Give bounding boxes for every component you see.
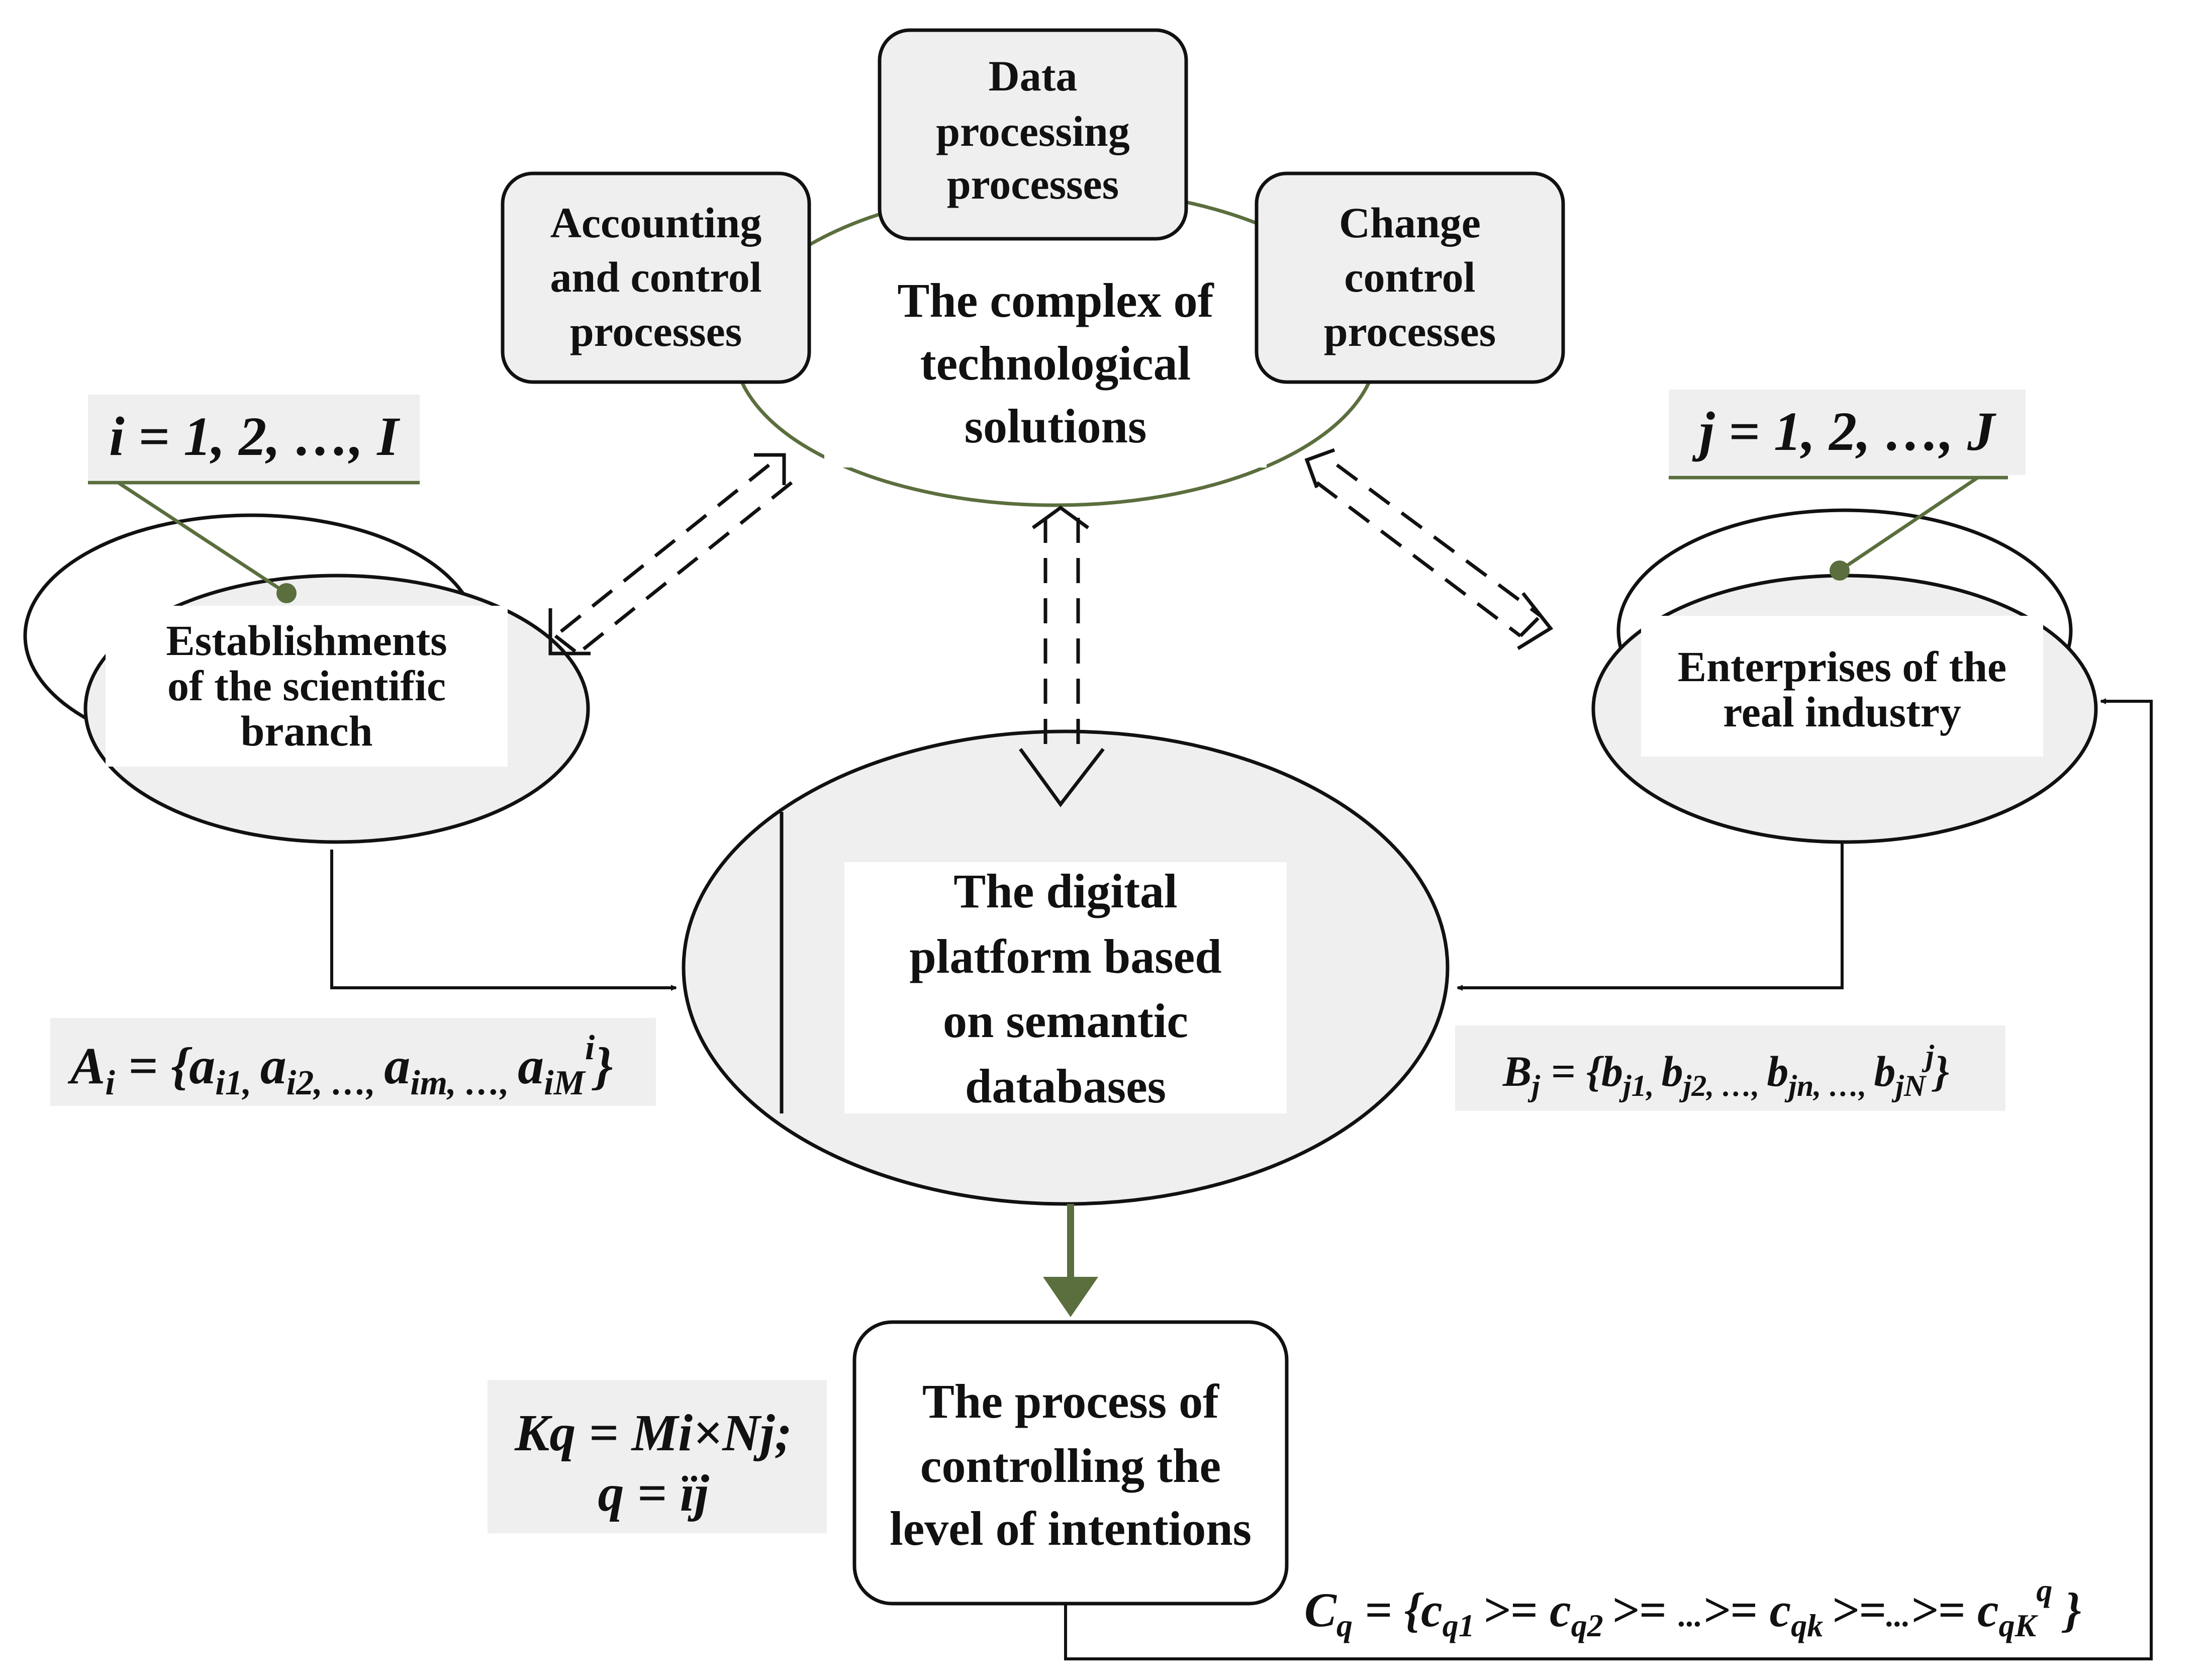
formula-k-line-2: q = ïj [598,1464,709,1522]
data-processing-box: Data processing processes [878,28,1188,241]
science-line-3: branch [241,707,373,755]
science-index-callout: i = 1, 2, …, I [88,395,420,603]
link-science-platform [330,850,677,991]
formula-a: Ai = {ai1, ai2, …, aim, …, aiMi} [50,1018,656,1106]
science-node: Establishments of the scientific branch [23,513,590,844]
platform-line-1: The digital [953,864,1177,918]
formula-c: Cq = {cq1 >= cq2 >= ...>= cqk >=...>= cq… [1304,1572,2081,1643]
change-control-line-1: Change [1339,199,1481,247]
science-index: i = 1, 2, …, I [109,406,400,467]
data-processing-line-1: Data [989,52,1078,100]
industry-index-callout: j = 1, 2, …, J [1669,390,2026,581]
formula-b: Bj = {bj1, bj2, …, bjn, …, bjNj} [1455,1025,2005,1111]
science-line-2: of the scientific [167,662,446,710]
industry-line-2: real industry [1723,688,1961,736]
link-control-industry-feedback [1064,698,2153,1660]
link-complex-platform [1019,505,1105,807]
complex-line-3: solutions [965,399,1147,453]
industry-node: Enterprises of the real industry [1591,508,2098,844]
industry-index: j = 1, 2, …, J [1692,401,1996,462]
formula-k: Kq = Mi×Nj; q = ïj [488,1380,827,1533]
link-platform-control [1043,1204,1098,1317]
platform-line-3: on semantic [943,994,1188,1048]
link-complex-science [548,453,793,656]
change-control-line-2: control [1344,253,1475,301]
platform-node: The digital platform based on semantic d… [682,729,1450,1206]
change-control-box: Change control processes [1255,171,1565,384]
science-line-1: Establishments [166,616,447,665]
data-processing-line-2: processing [936,107,1129,155]
control-line-2: controlling the [920,1439,1221,1492]
accounting-line-2: and control [550,253,761,301]
platform-line-4: databases [965,1059,1166,1113]
formula-a-text: Ai = {ai1, ai2, …, aim, …, aiMi} [67,1029,613,1102]
data-processing-line-3: processes [947,160,1119,208]
formula-c-text: Cq = {cq1 >= cq2 >= ...>= cqk >=...>= cq… [1304,1572,2081,1643]
industry-line-1: Enterprises of the [1678,642,2006,691]
control-line-1: The process of [922,1374,1219,1428]
accounting-line-1: Accounting [550,199,761,247]
change-control-line-3: processes [1324,307,1496,355]
platform-line-2: platform based [909,929,1221,983]
accounting-box: Accounting and control processes [501,171,811,384]
complex-line-2: technological [920,336,1191,390]
complex-node: The complex of technological solutions [732,186,1379,507]
formula-k-line-1: Kq = Mi×Nj; [514,1404,792,1462]
control-line-3: level of intentions [890,1502,1252,1555]
accounting-line-3: processes [570,307,742,355]
link-industry-platform [1457,842,1844,991]
complex-line-1: The complex of [897,273,1214,327]
control-box: The process of controlling the level of … [852,1320,1289,1606]
link-complex-industry [1304,448,1554,650]
